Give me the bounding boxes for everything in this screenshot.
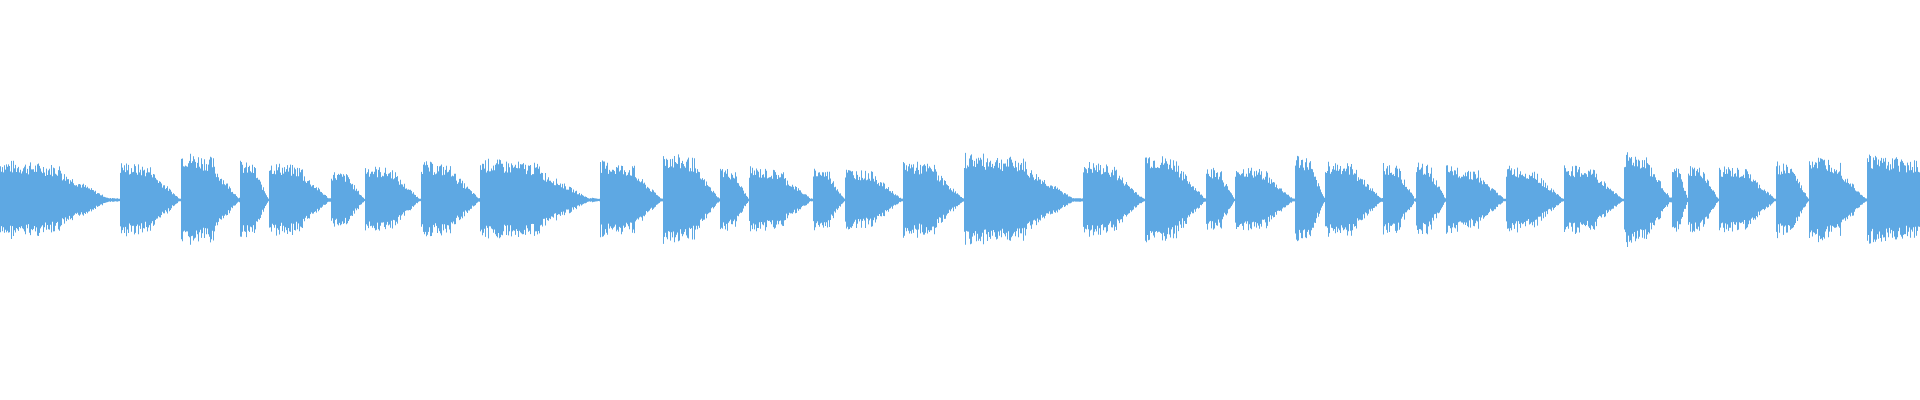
waveform-path [0, 152, 1920, 247]
waveform-bars [0, 152, 1920, 247]
